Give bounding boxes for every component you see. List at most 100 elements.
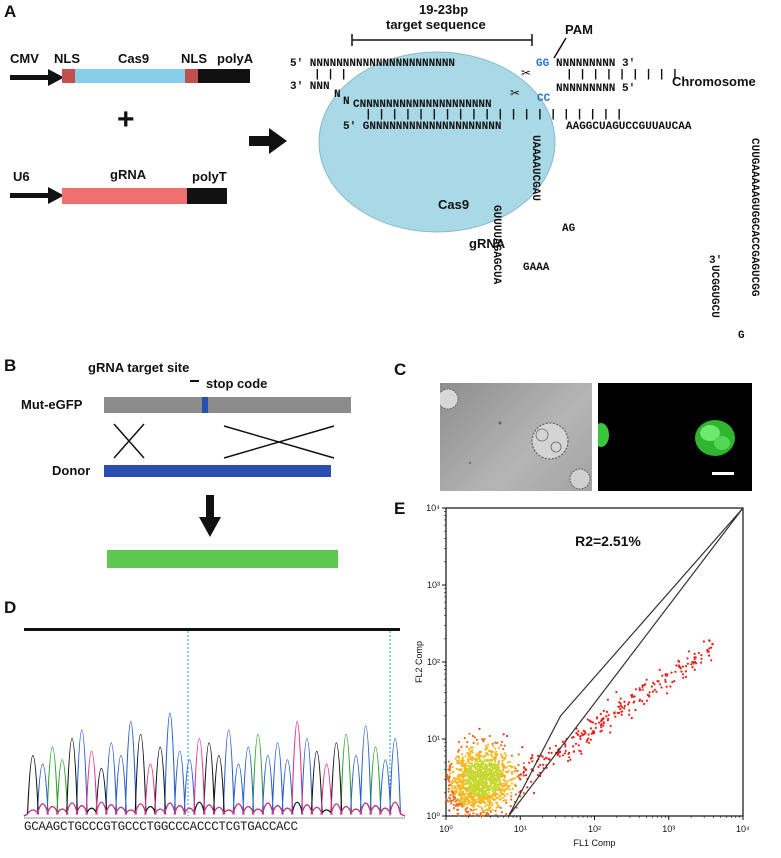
scatter-point bbox=[465, 764, 468, 767]
scatter-point bbox=[462, 765, 465, 768]
cmv-promoter-arrow bbox=[10, 69, 64, 86]
scatter-point bbox=[488, 804, 491, 807]
scatter-point bbox=[687, 650, 690, 653]
scatter-point bbox=[499, 791, 503, 794]
scatter-point bbox=[658, 668, 661, 671]
scatter-point bbox=[504, 780, 507, 783]
scatter-point bbox=[482, 756, 485, 759]
scatter-point bbox=[665, 685, 668, 688]
scatter-point bbox=[536, 754, 540, 757]
scatter-point bbox=[572, 745, 575, 748]
scatter-point bbox=[458, 802, 461, 805]
scatter-point bbox=[487, 812, 490, 816]
scatter-point bbox=[473, 808, 476, 811]
scatter-point bbox=[477, 752, 480, 755]
scatter-point bbox=[482, 811, 485, 814]
scatter-point bbox=[706, 648, 709, 652]
scatter-point bbox=[481, 790, 484, 793]
scatter-point bbox=[476, 794, 479, 798]
scatter-point bbox=[692, 662, 695, 665]
scatter-point bbox=[456, 790, 459, 793]
scatter-point bbox=[480, 760, 483, 763]
scatter-point bbox=[477, 773, 481, 776]
scatter-point bbox=[693, 652, 696, 655]
scatter-point bbox=[487, 806, 490, 810]
scatter-point bbox=[588, 719, 591, 723]
target-sequence-label: target sequence bbox=[386, 17, 486, 32]
scatter-point bbox=[495, 767, 498, 770]
scatter-point bbox=[486, 793, 489, 796]
scatter-point bbox=[449, 764, 452, 767]
scatter-point bbox=[469, 790, 472, 793]
scatter-point bbox=[488, 788, 491, 791]
scatter-point bbox=[599, 712, 602, 716]
scatter-point bbox=[464, 808, 467, 811]
scatter-point bbox=[693, 658, 696, 661]
scatter-point bbox=[462, 785, 465, 788]
scatter-point bbox=[669, 685, 672, 688]
scatter-point bbox=[491, 794, 494, 797]
scatter-point bbox=[453, 785, 456, 788]
scatter-point bbox=[491, 742, 494, 745]
strand-top-left: 5' NNNNNNNNNNNNNNNNNNNNNN bbox=[290, 58, 456, 70]
scatter-point bbox=[471, 734, 474, 738]
scatter-point bbox=[530, 780, 533, 783]
scatter-point bbox=[501, 792, 504, 795]
scatter-point bbox=[680, 670, 683, 673]
chromosome-label: Chromosome bbox=[672, 74, 756, 89]
scatter-point bbox=[500, 775, 503, 778]
scatter-point bbox=[490, 758, 493, 761]
target-site-label: gRNA target site bbox=[88, 360, 190, 375]
gate-label: R2=2.51% bbox=[575, 533, 641, 549]
scatter-point bbox=[462, 762, 465, 765]
scatter-point bbox=[468, 802, 471, 805]
scatter-point bbox=[708, 654, 711, 657]
scatter-point bbox=[470, 784, 473, 787]
scatter-point bbox=[500, 744, 503, 747]
scatter-point bbox=[468, 777, 471, 780]
scatter-point bbox=[456, 777, 459, 780]
scatter-point bbox=[461, 797, 464, 800]
scatter-point bbox=[448, 777, 451, 780]
panel-c-letter: C bbox=[394, 360, 407, 379]
scatter-point bbox=[471, 755, 474, 758]
scatter-point bbox=[502, 733, 505, 736]
scatter-point bbox=[510, 778, 513, 781]
scatter-point bbox=[510, 754, 513, 757]
scatter-point bbox=[454, 757, 457, 760]
scatter-point bbox=[493, 777, 496, 780]
scatter-point bbox=[664, 673, 667, 676]
scatter-point bbox=[684, 670, 687, 673]
scatter-point bbox=[485, 779, 488, 782]
scatter-point bbox=[480, 754, 483, 757]
scatter-point bbox=[494, 760, 497, 763]
scatter-point bbox=[583, 733, 586, 736]
scatter-point bbox=[469, 746, 472, 749]
x-tick-label: 10⁴ bbox=[736, 824, 750, 834]
scatter-point bbox=[449, 772, 452, 775]
grna-pair-ticks: | | | | | | | | | | | | | | | | | | | | bbox=[365, 109, 623, 121]
scatter-point bbox=[456, 812, 459, 815]
scatter-point bbox=[490, 786, 493, 789]
panel-b-letter: B bbox=[4, 356, 17, 375]
scatter-point bbox=[467, 767, 470, 770]
scatter-point bbox=[643, 684, 646, 687]
scatter-point bbox=[621, 706, 624, 709]
mut-egfp-label: Mut-eGFP bbox=[21, 397, 83, 412]
nls1-bar bbox=[62, 69, 75, 83]
scatter-point bbox=[609, 724, 612, 728]
scatter-point bbox=[561, 740, 564, 743]
scatter-point bbox=[619, 704, 623, 707]
scatter-point bbox=[458, 791, 461, 794]
scatter-point bbox=[478, 758, 481, 761]
panel-a-letter: A bbox=[4, 2, 17, 21]
scatter-point bbox=[645, 699, 648, 702]
scatter-point bbox=[638, 687, 641, 690]
scatter-point bbox=[459, 780, 462, 783]
scatter-point bbox=[488, 791, 491, 794]
scatter-point bbox=[464, 782, 467, 785]
scatter-point bbox=[590, 732, 593, 735]
scatter-point bbox=[466, 803, 469, 806]
y-tick-label: 10² bbox=[427, 657, 440, 667]
scatter-point bbox=[477, 787, 480, 790]
